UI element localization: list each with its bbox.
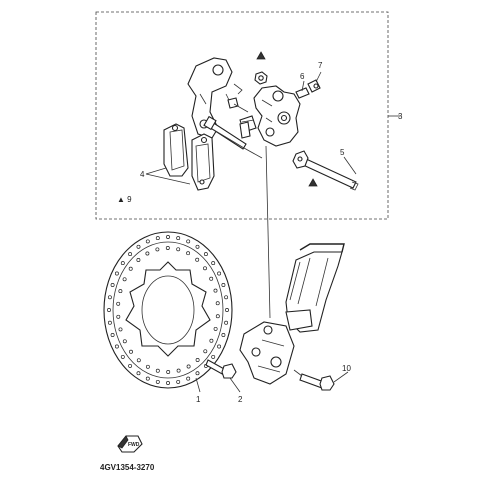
disc-hole xyxy=(203,266,207,271)
disc-hole xyxy=(155,379,160,384)
disc-hole xyxy=(145,251,150,256)
disc-hole xyxy=(186,364,191,369)
diagram-code: 4GV1354-3270 xyxy=(100,463,155,472)
disc-hole xyxy=(195,371,200,376)
disc-hole xyxy=(195,244,200,249)
caliper-assembly-box xyxy=(95,11,389,220)
disc-hole xyxy=(120,261,125,266)
disc-hole xyxy=(203,252,208,257)
disc-hole xyxy=(120,354,125,359)
disc-hole xyxy=(195,257,200,262)
disc-hole xyxy=(186,376,191,381)
callout-5: 5 xyxy=(340,148,345,157)
disc-hole xyxy=(211,261,216,266)
disc-hole xyxy=(166,370,171,374)
disc-hole xyxy=(114,344,119,349)
disc-hole xyxy=(221,333,226,337)
disc-hole xyxy=(136,258,141,262)
disc-hole xyxy=(165,246,170,250)
caliper-nut xyxy=(254,51,268,85)
disc-hole xyxy=(166,235,170,239)
disc-hole xyxy=(224,320,229,325)
disc-hole xyxy=(155,236,160,241)
caliper-body xyxy=(253,85,301,147)
disc-hole xyxy=(209,276,214,281)
disc-hole xyxy=(176,368,181,373)
disc-hole xyxy=(107,308,111,312)
fork-mount-lugs xyxy=(239,309,313,385)
callout-4: 4 xyxy=(140,170,145,179)
disc-hole xyxy=(155,247,160,252)
disc-hole xyxy=(122,339,127,344)
guide-line-b xyxy=(233,103,249,113)
pad-pin-clip xyxy=(225,83,243,109)
disc-hole xyxy=(114,271,119,276)
callout-10: 10 xyxy=(342,364,351,373)
disc-bolt xyxy=(205,359,237,379)
bleed-screw xyxy=(295,79,321,99)
disc-hole xyxy=(145,376,150,381)
disc-hole xyxy=(107,320,112,325)
fwd-label: FWD xyxy=(128,442,140,448)
disc-hole xyxy=(213,326,218,331)
disc-hole xyxy=(155,368,160,373)
assembly-leader-line xyxy=(265,145,271,319)
slide-pin-bolt xyxy=(203,115,247,150)
disc-hole xyxy=(129,349,133,354)
callout-leaders xyxy=(145,71,400,393)
callout-1: 1 xyxy=(196,395,201,404)
disc-hole xyxy=(203,349,208,354)
disc-hole xyxy=(136,371,141,376)
disc-hole xyxy=(217,271,222,276)
disc-drilled-holes xyxy=(107,235,229,385)
disc-hole xyxy=(215,314,220,319)
tighten-mark-pin xyxy=(308,178,318,187)
disc-hole xyxy=(195,358,200,362)
disc-hole xyxy=(145,239,150,244)
disc-hole xyxy=(166,381,170,385)
disc-hole xyxy=(128,252,133,257)
disc-hole xyxy=(186,239,191,244)
disc-hole xyxy=(186,251,191,256)
callout-2: 2 xyxy=(238,395,243,404)
disc-hole xyxy=(136,244,141,249)
disc-hole xyxy=(128,363,133,368)
disc-hole xyxy=(176,247,181,252)
disc-hole xyxy=(176,379,181,384)
disc-hole xyxy=(145,364,150,369)
callout-7: 7 xyxy=(318,61,323,70)
brake-pad-right xyxy=(191,133,215,191)
disc-hole xyxy=(116,314,121,319)
disc-hole xyxy=(118,327,123,332)
disc-hole xyxy=(225,308,229,312)
disc-hole xyxy=(110,283,115,287)
disc-hole xyxy=(136,358,141,363)
disc-hole xyxy=(118,289,123,294)
brake-disc xyxy=(103,231,233,389)
disc-hole xyxy=(128,266,133,271)
disc-hole xyxy=(211,354,216,359)
disc-hole xyxy=(176,236,181,241)
caliper-mount-bolt xyxy=(293,369,335,391)
disc-hole xyxy=(217,344,222,349)
guide-line-a xyxy=(213,129,263,159)
disc-hole xyxy=(122,277,127,282)
tighten-mark-top xyxy=(256,51,266,60)
tighten-note: ▲ 9 xyxy=(117,195,132,204)
disc-hole xyxy=(221,283,226,287)
disc-hole xyxy=(213,288,218,293)
disc-hole xyxy=(215,301,220,306)
callout-3: 3 xyxy=(398,112,403,121)
disc-hole xyxy=(110,333,115,337)
disc-hole xyxy=(209,338,214,343)
pad-retainer-clip xyxy=(239,121,251,139)
long-slide-pin xyxy=(292,150,359,191)
disc-hole xyxy=(107,295,112,300)
disc-hole xyxy=(116,301,121,306)
callout-6: 6 xyxy=(300,72,305,81)
disc-hole xyxy=(224,295,229,300)
brake-pad-left xyxy=(163,123,189,177)
fwd-arrow-icon: FWD xyxy=(117,435,143,453)
